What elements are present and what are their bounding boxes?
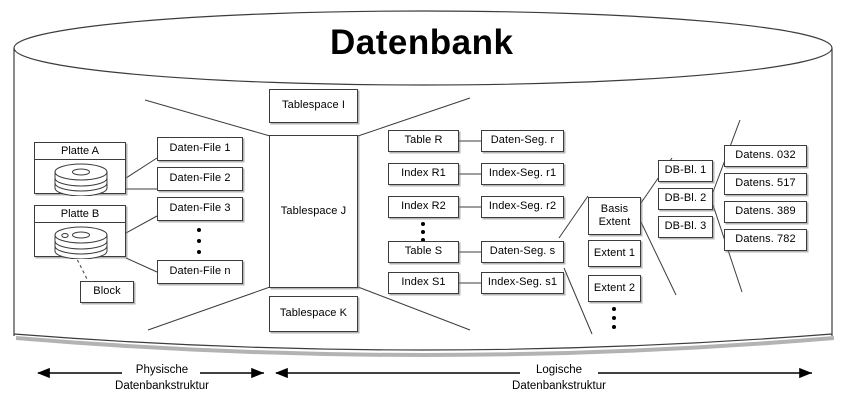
disk-platte-b-label: Platte B: [35, 206, 125, 223]
object-box-table-r[interactable]: Table R: [388, 130, 459, 152]
connectors-segment-to-extent: [558, 195, 593, 335]
tablespace-box-j[interactable]: Tablespace J: [269, 135, 358, 288]
disk-platte-a-graphic: [35, 160, 125, 210]
dbblock-box-3[interactable]: DB-Bl. 3: [658, 216, 713, 238]
segment-box-index-r2[interactable]: Index-Seg. r2: [481, 196, 564, 218]
datafile-ellipsis: [196, 228, 202, 254]
connectors-disk-to-datafile: [125, 157, 158, 273]
disk-platte-a-label: Platte A: [35, 143, 125, 160]
datafile-box-n[interactable]: Daten-File n: [157, 260, 243, 284]
object-ellipsis: [420, 222, 426, 242]
dbblock-box-1[interactable]: DB-Bl. 1: [658, 160, 713, 182]
record-box-032[interactable]: Datens. 032: [724, 145, 807, 167]
physical-label-line2: Datenbankstruktur: [115, 379, 209, 392]
extent-box-basis[interactable]: Basis Extent: [588, 197, 641, 235]
connector-platter-to-block: [63, 232, 91, 286]
record-box-517[interactable]: Datens. 517: [724, 173, 807, 195]
physical-label-line1: Physische: [135, 364, 189, 376]
connectors-tablespace-to-object: [357, 97, 471, 331]
object-box-table-s[interactable]: Table S: [388, 241, 459, 263]
extent-box-2[interactable]: Extent 2: [588, 275, 641, 302]
datafile-box-1[interactable]: Daten-File 1: [157, 137, 243, 161]
logical-label-line1: Logische: [535, 364, 583, 376]
logical-label-line2: Datenbankstruktur: [512, 379, 606, 392]
diagram-title: Datenbank: [330, 23, 514, 62]
segment-box-index-r1[interactable]: Index-Seg. r1: [481, 163, 564, 185]
object-box-index-s1[interactable]: Index S1: [388, 272, 459, 294]
connectors-object-to-segment: [459, 140, 481, 284]
segment-box-daten-s[interactable]: Daten-Seg. s: [481, 241, 564, 263]
tablespace-box-k[interactable]: Tablespace K: [269, 296, 358, 332]
extent-ellipsis: [611, 307, 617, 329]
disk-platte-b-graphic: [35, 223, 125, 273]
extent-basis-line1: Basis: [600, 203, 629, 216]
physical-structure-label: Physische Datenbankstruktur: [103, 363, 221, 394]
logical-structure-label: Logische Datenbankstruktur: [500, 363, 618, 394]
extent-box-1[interactable]: Extent 1: [588, 240, 641, 267]
object-box-index-r1[interactable]: Index R1: [388, 163, 459, 185]
datafile-box-2[interactable]: Daten-File 2: [157, 167, 243, 191]
block-box[interactable]: Block: [80, 281, 134, 303]
object-box-index-r2[interactable]: Index R2: [388, 196, 459, 218]
datafile-box-3[interactable]: Daten-File 3: [157, 197, 243, 221]
disk-platte-b[interactable]: Platte B: [34, 205, 126, 259]
disk-platte-a[interactable]: Platte A: [34, 142, 126, 196]
extent-basis-line2: Extent: [598, 216, 631, 228]
dbblock-box-2[interactable]: DB-Bl. 2: [658, 188, 713, 210]
tablespace-box-i[interactable]: Tablespace I: [269, 89, 358, 123]
segment-box-daten-r[interactable]: Daten-Seg. r: [481, 130, 564, 152]
segment-box-index-s1[interactable]: Index-Seg. s1: [481, 272, 564, 294]
record-box-389[interactable]: Datens. 389: [724, 201, 807, 223]
record-box-782[interactable]: Datens. 782: [724, 229, 807, 251]
connectors-datafile-to-tablespace: [144, 99, 271, 331]
